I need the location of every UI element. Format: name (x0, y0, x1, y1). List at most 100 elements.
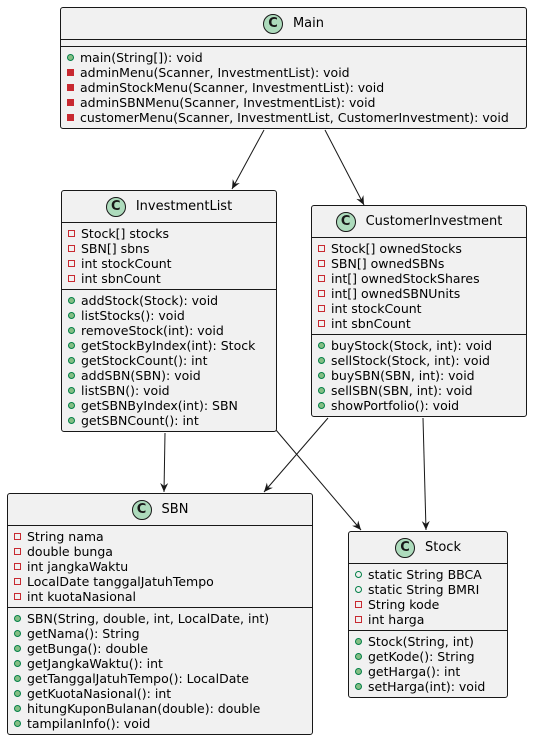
private-field-icon (68, 245, 75, 252)
method-row: removeStock(int): void (68, 323, 276, 338)
method-row: getNama(): String (14, 626, 312, 641)
field-row: int stockCount (68, 256, 276, 271)
arrow-main-to-investmentlist (231, 129, 265, 190)
private-field-icon (318, 245, 325, 252)
method-row: getStockCount(): int (68, 353, 276, 368)
arrow-customerinvestment-to-stock (421, 417, 430, 531)
field-row: static String BMRI (355, 582, 507, 597)
public-visibility-icon (68, 297, 75, 304)
method-row: getSBNCount(): int (68, 413, 276, 428)
method-row: getHarga(): int (355, 664, 507, 679)
private-field-icon (318, 275, 325, 282)
method-row: getBunga(): double (14, 641, 312, 656)
method-row: listSBN(): void (68, 383, 276, 398)
public-visibility-icon (68, 312, 75, 319)
method-row: addSBN(SBN): void (68, 368, 276, 383)
method-row: getJangkaWaktu(): int (14, 656, 312, 671)
public-visibility-icon (68, 417, 75, 424)
method-row: buySBN(SBN, int): void (318, 368, 526, 383)
field-row: int jangkaWaktu (14, 559, 312, 574)
public-visibility-icon (355, 653, 362, 660)
class-investmentlist: C InvestmentList Stock[] stocks SBN[] sb… (61, 190, 277, 432)
method-row: setHarga(int): void (355, 679, 507, 694)
method-row: adminStockMenu(Scanner, InvestmentList):… (67, 80, 526, 95)
method-row: listStocks(): void (68, 308, 276, 323)
class-stereotype-icon: C (395, 537, 415, 558)
method-row: sellSBN(SBN, int): void (318, 383, 526, 398)
private-field-icon (318, 260, 325, 267)
public-visibility-icon (68, 342, 75, 349)
public-field-icon (355, 586, 362, 593)
class-sbn: C SBN String nama double bunga int jangk… (7, 493, 313, 735)
field-row: int sbnCount (68, 271, 276, 286)
method-row: customerMenu(Scanner, InvestmentList, Cu… (67, 110, 526, 125)
private-visibility-icon (67, 114, 74, 121)
method-row: getStockByIndex(int): Stock (68, 338, 276, 353)
field-row: int stockCount (318, 301, 526, 316)
class-header: C Main (61, 8, 526, 40)
method-row: addStock(Stock): void (68, 293, 276, 308)
private-field-icon (14, 533, 21, 540)
class-stereotype-icon: C (262, 13, 283, 34)
public-visibility-icon (68, 402, 75, 409)
class-stock: C Stock static String BBCA static String… (348, 531, 508, 698)
field-row: SBN[] sbns (68, 241, 276, 256)
class-header: C CustomerInvestment (312, 206, 526, 238)
field-row: int sbnCount (318, 316, 526, 331)
public-visibility-icon (318, 387, 325, 394)
private-field-icon (14, 563, 21, 570)
public-visibility-icon (318, 342, 325, 349)
field-row: double bunga (14, 544, 312, 559)
public-visibility-icon (318, 402, 325, 409)
field-row: Stock[] ownedStocks (318, 241, 526, 256)
field-row: static String BBCA (355, 567, 507, 582)
public-visibility-icon (318, 372, 325, 379)
public-visibility-icon (14, 645, 21, 652)
class-name: Stock (425, 540, 461, 555)
field-row: int[] ownedStockShares (318, 271, 526, 286)
private-field-icon (14, 578, 21, 585)
methods-section: SBN(String, double, int, LocalDate, int)… (8, 607, 312, 734)
field-row: int kuotaNasional (14, 589, 312, 604)
public-visibility-icon (67, 54, 74, 61)
fields-section: Stock[] ownedStocks SBN[] ownedSBNs int[… (312, 238, 526, 334)
method-row: adminSBNMenu(Scanner, InvestmentList): v… (67, 95, 526, 110)
public-visibility-icon (68, 327, 75, 334)
class-stereotype-icon: C (131, 499, 152, 520)
class-name: Main (292, 16, 325, 31)
method-row: showPortfolio(): void (318, 398, 526, 413)
public-field-icon (355, 571, 362, 578)
private-visibility-icon (67, 99, 74, 106)
public-visibility-icon (355, 683, 362, 690)
public-visibility-icon (14, 690, 21, 697)
class-header: C SBN (8, 494, 312, 526)
method-row: Stock(String, int) (355, 634, 507, 649)
public-visibility-icon (14, 660, 21, 667)
field-row: int[] ownedSBNUnits (318, 286, 526, 301)
private-field-icon (68, 230, 75, 237)
public-visibility-icon (14, 615, 21, 622)
class-header: C Stock (349, 532, 507, 564)
private-field-icon (355, 601, 362, 608)
field-row: String nama (14, 529, 312, 544)
private-field-icon (318, 320, 325, 327)
class-customerinvestment: C CustomerInvestment Stock[] ownedStocks… (311, 205, 527, 417)
class-header: C InvestmentList (62, 191, 276, 223)
field-row: Stock[] stocks (68, 226, 276, 241)
methods-section: buyStock(Stock, int): void sellStock(Sto… (312, 334, 526, 416)
method-row: getKode(): String (355, 649, 507, 664)
method-row: sellStock(Stock, int): void (318, 353, 526, 368)
class-name: CustomerInvestment (365, 214, 503, 229)
arrow-investmentlist-to-stock (275, 429, 362, 531)
fields-section: String nama double bunga int jangkaWaktu… (8, 526, 312, 607)
method-row: adminMenu(Scanner, InvestmentList): void (67, 65, 526, 80)
arrow-main-to-customerinvestment (324, 129, 365, 206)
public-visibility-icon (355, 638, 362, 645)
public-visibility-icon (14, 705, 21, 712)
method-row: getSBNByIndex(int): SBN (68, 398, 276, 413)
methods-section: main(String[]): void adminMenu(Scanner, … (61, 46, 526, 128)
method-row: getKuotaNasional(): int (14, 686, 312, 701)
class-main: C Main main(String[]): void adminMenu(Sc… (60, 7, 527, 129)
fields-section: static String BBCA static String BMRI St… (349, 564, 507, 630)
